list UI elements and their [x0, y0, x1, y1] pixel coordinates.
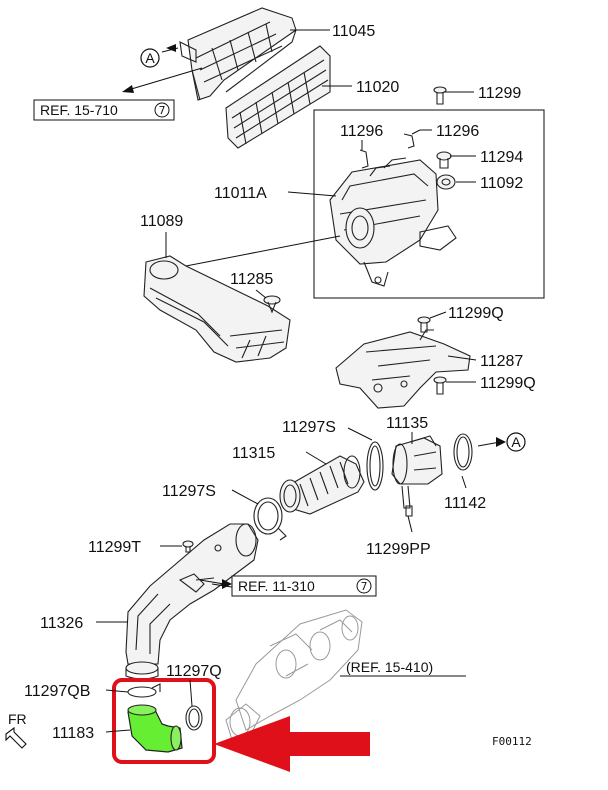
- label-11020: 11020: [356, 79, 399, 96]
- label-11092: 11092: [480, 175, 523, 192]
- front-direction-arrow: [5, 726, 27, 749]
- clamp-11297qb: [127, 683, 161, 698]
- label-11089: 11089: [140, 213, 183, 230]
- connector-a-top: A: [140, 44, 179, 68]
- label-11297qb: 11297QB: [24, 683, 90, 700]
- bolt-11299q-bottom: [433, 376, 447, 395]
- label-11297s-lower: 11297S: [162, 483, 216, 500]
- air-filter-element: [225, 45, 331, 149]
- bolt-11294: [436, 151, 452, 169]
- label-11287: 11287: [480, 353, 523, 370]
- label-11326: 11326: [40, 615, 83, 632]
- label-11135: 11135: [386, 415, 428, 432]
- bolt-11299pp: [405, 505, 413, 517]
- connector-a-top-label: A: [145, 50, 155, 66]
- figure-code: F00112: [492, 735, 532, 748]
- ref-box-15-710-text: REF. 15-710: [40, 102, 118, 118]
- clamp-11297q: [185, 705, 203, 731]
- label-11142: 11142: [444, 495, 486, 512]
- intake-manifold-ghost: [225, 609, 363, 741]
- label-11299pp: 11299PP: [366, 541, 431, 558]
- bolt-11299t: [182, 540, 194, 553]
- highlight-arrow: [214, 716, 370, 772]
- air-hose-11315: [279, 455, 365, 515]
- part-labels: 11045 11020 11299 11296 11296 11294 1109…: [24, 23, 536, 742]
- label-11299t: 11299T: [88, 539, 141, 556]
- clip-11285: [263, 295, 281, 314]
- label-11299q-bottom: 11299Q: [480, 375, 536, 392]
- air-flow-sensor: [391, 435, 443, 509]
- ref-arrow-mid: [199, 579, 232, 589]
- highlight-box: [112, 678, 216, 764]
- ref-box-11-310-num: 7: [361, 580, 368, 593]
- connector-a-right-label: A: [511, 434, 521, 450]
- ref-box-11-310-text: REF. 11-310: [238, 578, 315, 594]
- clip-11296-right: [403, 133, 415, 149]
- ref-box-11-310: REF. 11-310 7: [231, 575, 377, 597]
- label-11297q: 11297Q: [166, 663, 222, 680]
- label-11011a: 11011A: [214, 185, 267, 202]
- label-11294: 11294: [480, 149, 523, 166]
- bracket-11287: [335, 329, 471, 409]
- label-11183: 11183: [52, 725, 94, 742]
- ref-box-15-710: REF. 15-710 7: [33, 99, 175, 121]
- intake-pipe-11326: [125, 523, 259, 680]
- label-11299q-top: 11299Q: [448, 305, 504, 322]
- air-cleaner-cover: [179, 7, 297, 101]
- ref-box-15-710-num: 7: [159, 104, 166, 117]
- connector-a-right: A: [477, 432, 526, 452]
- label-11296-left: 11296: [340, 123, 383, 140]
- air-cleaner-case-box: [313, 109, 545, 299]
- label-11296-right: 11296: [436, 123, 479, 140]
- seal-ring-11142: [453, 433, 473, 471]
- ref-arrow-top: [122, 67, 203, 93]
- clamp-11297s-upper: [366, 441, 384, 491]
- label-11299: 11299: [478, 85, 521, 102]
- leader-lines: [96, 29, 477, 733]
- label-11297s-upper: 11297S: [282, 419, 336, 436]
- grommet-11092: [436, 174, 456, 190]
- clamp-11297s-lower: [253, 497, 287, 541]
- bolt-11299q-top: [417, 316, 431, 333]
- hose-11183-highlighted: [127, 704, 183, 753]
- label-11315: 11315: [232, 445, 275, 462]
- label-11285: 11285: [230, 271, 273, 288]
- front-label: FR: [8, 711, 27, 727]
- ref-15-410-text: (REF. 15-410): [346, 659, 433, 675]
- clip-11296-left: [359, 149, 369, 169]
- label-11045: 11045: [332, 23, 375, 40]
- air-cleaner-lower-case: [329, 157, 457, 287]
- bolt-11299: [433, 86, 447, 105]
